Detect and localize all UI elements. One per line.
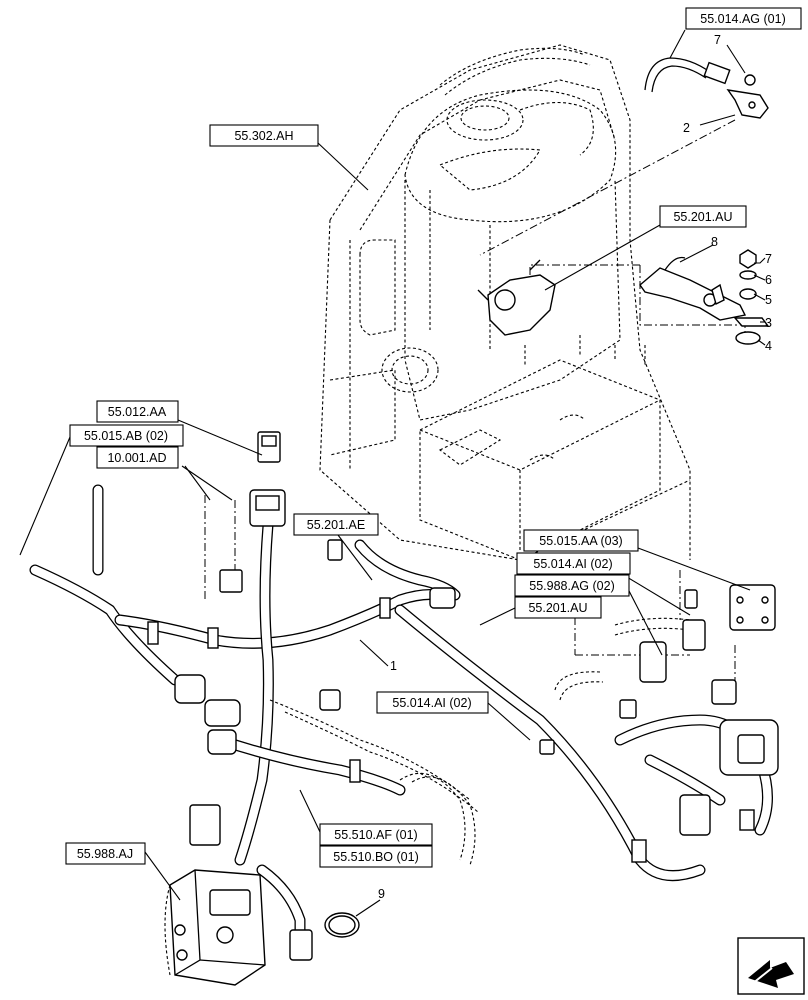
item-number-bushing: 5 <box>765 293 772 307</box>
ref-box-55-201-au-mid[interactable]: 55.201.AU <box>514 596 602 619</box>
ref-box-55-201-ae[interactable]: 55.201.AE <box>293 513 379 536</box>
leader-lines <box>19 29 766 917</box>
bottom-module <box>164 869 266 986</box>
center-sensor <box>477 259 556 336</box>
ref-box-55-014-ai-02-right[interactable]: 55.014.AI (02) <box>516 552 631 575</box>
right-bracket-exploded <box>639 249 770 345</box>
svg-text:55.201.AE: 55.201.AE <box>307 518 365 532</box>
connectors <box>147 431 779 961</box>
svg-text:10.001.AD: 10.001.AD <box>107 451 166 465</box>
ref-box-55-302-ah[interactable]: 55.302.AH <box>209 124 319 147</box>
hose-network <box>29 484 773 956</box>
ref-box-55-014-ai-02-mid[interactable]: 55.014.AI (02) <box>376 691 489 714</box>
svg-text:55.015.AB (02): 55.015.AB (02) <box>84 429 168 443</box>
svg-text:55.510.AF (01): 55.510.AF (01) <box>334 828 417 842</box>
svg-text:55.014.AG (01): 55.014.AG (01) <box>700 12 785 26</box>
svg-text:55.201.AU: 55.201.AU <box>528 601 587 615</box>
item-number-clip: 8 <box>711 235 718 249</box>
ref-box-55-015-aa-03[interactable]: 55.015.AA (03) <box>523 529 639 552</box>
item-number-bracket: 3 <box>765 316 772 330</box>
next-page-arrow-icon[interactable] <box>737 937 805 995</box>
item-number-top-nut: 7 <box>714 33 721 47</box>
item-number-nut: 7 <box>765 252 772 266</box>
svg-text:55.510.BO (01): 55.510.BO (01) <box>333 850 418 864</box>
item-number-top-bracket: 2 <box>683 121 690 135</box>
svg-text:55.014.AI (02): 55.014.AI (02) <box>392 696 471 710</box>
svg-text:55.988.AJ: 55.988.AJ <box>77 847 133 861</box>
item-number-plate: 4 <box>765 339 772 353</box>
ref-box-55-510-af-01[interactable]: 55.510.AF (01) <box>319 823 433 846</box>
item-number-washer: 6 <box>765 273 772 287</box>
ref-box-55-510-bo-01[interactable]: 55.510.BO (01) <box>319 845 433 868</box>
svg-text:55.014.AI (02): 55.014.AI (02) <box>533 557 612 571</box>
svg-text:55.988.AG (02): 55.988.AG (02) <box>529 579 614 593</box>
top-sensor-bracket <box>644 57 769 119</box>
ref-box-55-201-au-top[interactable]: 55.201.AU <box>659 205 747 228</box>
ref-box-10-001-ad[interactable]: 10.001.AD <box>96 446 179 469</box>
ref-box-55-988-ag-02[interactable]: 55.988.AG (02) <box>514 574 630 597</box>
ref-box-55-988-aj[interactable]: 55.988.AJ <box>65 842 146 865</box>
svg-text:55.012.AA: 55.012.AA <box>108 405 167 419</box>
svg-text:55.302.AH: 55.302.AH <box>234 129 293 143</box>
ref-box-55-015-ab-02[interactable]: 55.015.AB (02) <box>69 424 184 447</box>
item-number-harness: 1 <box>390 659 397 673</box>
ref-box-55-014-ag-01[interactable]: 55.014.AG (01) <box>685 7 802 30</box>
svg-text:55.201.AU: 55.201.AU <box>673 210 732 224</box>
ref-box-55-012-aa[interactable]: 55.012.AA <box>96 400 179 423</box>
svg-text:55.015.AA (03): 55.015.AA (03) <box>539 534 622 548</box>
item-number-ring: 9 <box>378 887 385 901</box>
